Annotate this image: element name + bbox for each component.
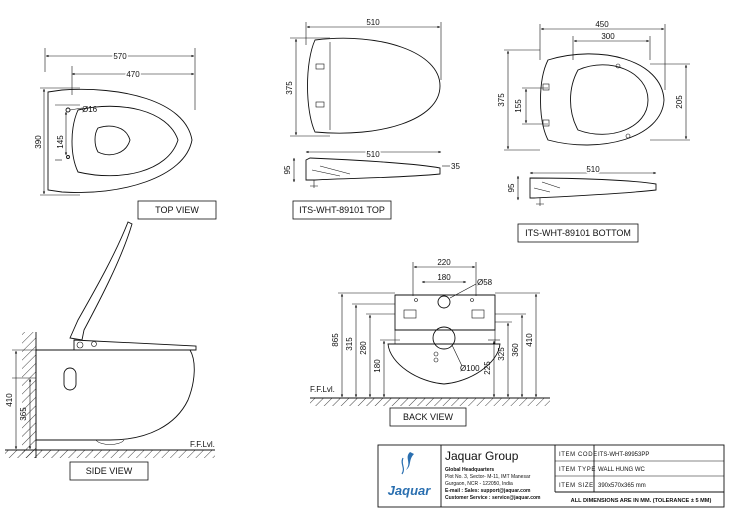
dim-390: 390 bbox=[34, 135, 43, 149]
dim-back-225: 225 bbox=[483, 361, 492, 375]
dim-bottom-95: 95 bbox=[507, 183, 516, 192]
dim-seat-375: 375 bbox=[285, 81, 294, 95]
back-floor-label: F.F.Lvl. bbox=[310, 385, 335, 394]
dim-back-325: 325 bbox=[497, 347, 506, 361]
dim-back-315: 315 bbox=[345, 337, 354, 351]
dim-bottom-155: 155 bbox=[514, 99, 523, 113]
dim-back-220: 220 bbox=[437, 258, 451, 267]
dim-seat-510: 510 bbox=[366, 18, 380, 27]
label-side-view: SIDE VIEW bbox=[86, 466, 133, 476]
jaquar-logo: Jaquar bbox=[388, 452, 432, 498]
dim-back-100: Ø100 bbox=[460, 364, 480, 373]
dim-bottom-375: 375 bbox=[497, 93, 506, 107]
logo-text: Jaquar bbox=[388, 483, 432, 498]
field-label-item-code: ITEM CODE bbox=[559, 452, 598, 458]
side-floor-label: F.F.Lvl. bbox=[190, 440, 215, 449]
sales-email: E-mail : Sales: support@jaquar.com bbox=[445, 488, 531, 494]
side-view: 410 365 F.F.Lvl. SIDE VIEW bbox=[5, 221, 215, 481]
dim-bottom-450: 450 bbox=[595, 20, 609, 29]
company-name: Jaquar Group bbox=[445, 449, 519, 463]
field-value-item-type: WALL HUNG WC bbox=[598, 467, 646, 473]
dim-470: 470 bbox=[126, 70, 140, 79]
dim-back-865: 865 bbox=[331, 333, 340, 347]
dim-570: 570 bbox=[113, 52, 127, 61]
dim-hole-dia: Ø16 bbox=[82, 105, 98, 114]
dim-seat-side-510: 510 bbox=[366, 150, 380, 159]
dim-back-180: 180 bbox=[437, 273, 451, 282]
dim-145: 145 bbox=[56, 135, 65, 149]
address-line-2: Gurgaon, NCR - 122050, India bbox=[445, 481, 513, 487]
dim-back-360: 360 bbox=[511, 343, 520, 357]
label-seat-top: ITS-WHT-89101 TOP bbox=[299, 205, 385, 215]
dim-back-outlet-180: 180 bbox=[373, 359, 382, 373]
back-view: F.F.Lvl. 220 180 Ø58 Ø100 865 315 bbox=[310, 258, 550, 427]
dim-side-365: 365 bbox=[19, 407, 28, 421]
title-block: Jaquar Jaquar Group Global Headquarters … bbox=[377, 444, 725, 508]
label-seat-bottom: ITS-WHT-89101 BOTTOM bbox=[525, 228, 631, 238]
dim-bottom-300: 300 bbox=[601, 32, 615, 41]
dim-seat-95: 95 bbox=[283, 165, 292, 174]
field-label-item-type: ITEM TYPE bbox=[559, 467, 596, 473]
field-value-item-code: ITS-WHT-89953PP bbox=[598, 452, 649, 458]
address-line-1: Plot No. 3, Sector- M-11, IMT Manesar bbox=[445, 474, 531, 480]
field-label-item-size: ITEM SIZE bbox=[559, 483, 594, 489]
seat-bottom-view: 450 300 375 155 205 510 95 ITS-WHT-89101… bbox=[497, 20, 690, 243]
field-value-item-size: 390x570x365 mm bbox=[598, 483, 646, 489]
dim-bottom-side-510: 510 bbox=[586, 165, 600, 174]
top-view: 570 470 390 Ø16 145 TOP VIEW bbox=[33, 48, 217, 220]
customer-service: Customer Service : service@jaquar.com bbox=[445, 495, 541, 501]
dim-back-58: Ø58 bbox=[477, 278, 493, 287]
label-top-view: TOP VIEW bbox=[155, 205, 199, 215]
dim-back-280: 280 bbox=[359, 341, 368, 355]
dim-seat-35: 35 bbox=[451, 162, 460, 171]
seat-top-view: 510 375 510 95 35 ITS-WHT-89101 TOP bbox=[283, 18, 460, 220]
label-back-view: BACK VIEW bbox=[403, 412, 454, 422]
dim-back-410: 410 bbox=[525, 333, 534, 347]
hq-title: Global Headquarters bbox=[445, 467, 494, 473]
dim-side-410: 410 bbox=[5, 393, 14, 407]
dimension-note: ALL DIMENSIONS ARE IN MM. (TOLERANCE ± 5… bbox=[571, 498, 712, 504]
dim-bottom-205: 205 bbox=[675, 95, 684, 109]
